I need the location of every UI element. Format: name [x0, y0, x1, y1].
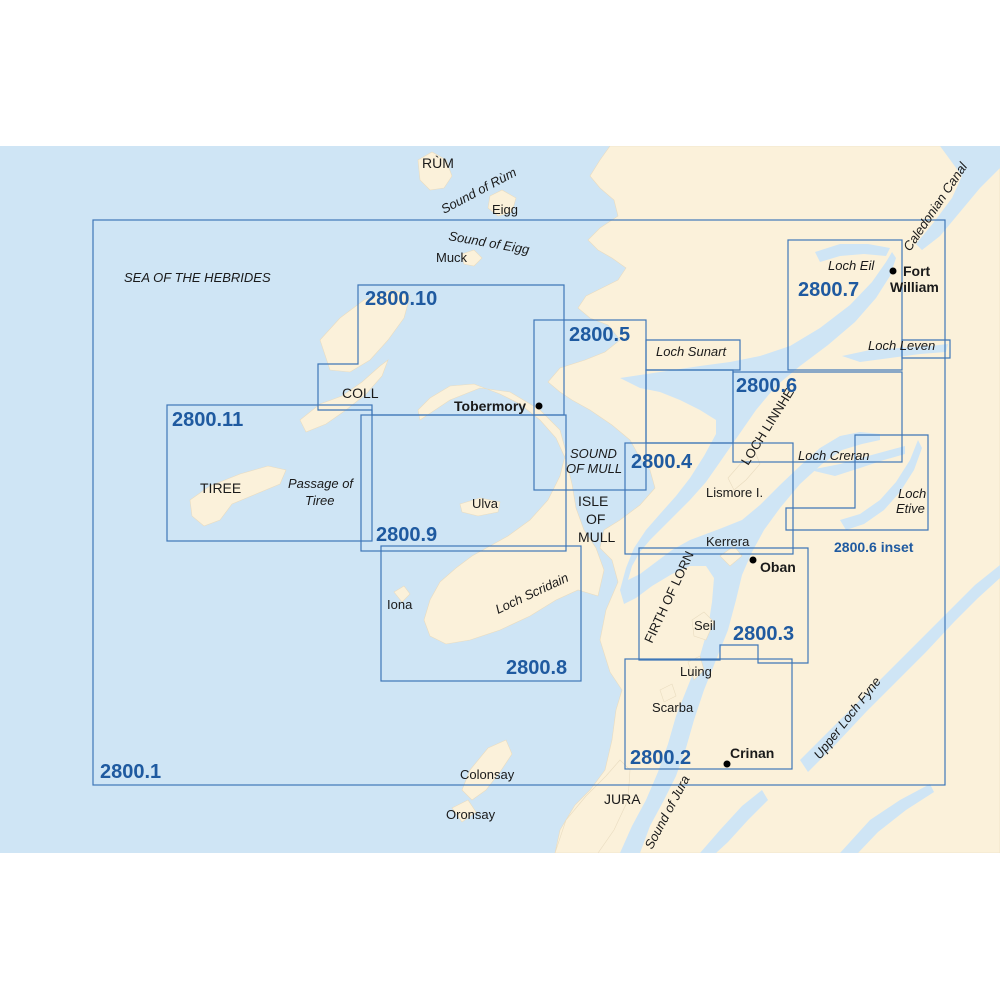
- sound-of-mull-label-1: SOUND: [570, 446, 617, 461]
- sea-of-the-hebrides-label: SEA OF THE HEBRIDES: [124, 270, 271, 285]
- loch-linnhe-water: [620, 252, 896, 853]
- place-labels: RÙM Eigg Muck COLL TIREE Ulva ISLE OF MU…: [200, 155, 763, 822]
- crinan-label: Crinan: [730, 745, 774, 761]
- kerrera-island: [719, 545, 743, 567]
- chart-2800-4-boundary[interactable]: [624, 442, 794, 555]
- kerrera-label: Kerrera: [706, 534, 750, 549]
- passage-of-tiree-label-1: Passage of: [288, 476, 354, 491]
- iona-island: [393, 585, 411, 603]
- chart-2800-1-boundary[interactable]: [92, 219, 946, 786]
- muck-island: [461, 249, 483, 267]
- coll-label: COLL: [342, 385, 379, 401]
- tiree-label: TIREE: [200, 480, 241, 496]
- chart-2800-7-extension[interactable]: [901, 339, 951, 359]
- loch-leven-label: Loch Leven: [868, 338, 935, 353]
- mainland: [547, 146, 1000, 853]
- ulva-label: Ulva: [472, 496, 499, 511]
- rum-label: RÙM: [422, 155, 454, 171]
- loch-creran-water: [810, 446, 905, 476]
- chart-2800-11-label[interactable]: 2800.11: [172, 409, 243, 431]
- chart-2800-2-label[interactable]: 2800.2: [630, 747, 691, 769]
- chart-2800-3-label[interactable]: 2800.3: [733, 623, 794, 645]
- ardnamurchan-shape: [319, 289, 411, 373]
- chart-2800-5-label[interactable]: 2800.5: [569, 324, 630, 346]
- scarba-island: [659, 683, 677, 703]
- town-labels: Tobermory Fort William Oban Crinan: [454, 263, 939, 761]
- loch-creran-label: Loch Creran: [798, 448, 870, 463]
- chart-2800-1-label[interactable]: 2800.1: [100, 761, 161, 783]
- chart-2800-11-boundary[interactable]: [166, 404, 373, 542]
- chart-2800-8-boundary[interactable]: [380, 545, 582, 682]
- tobermory-label: Tobermory: [454, 398, 526, 414]
- isle-of-mull-label-3: MULL: [578, 529, 616, 545]
- iona-label: Iona: [387, 597, 413, 612]
- coll-island: [299, 359, 389, 433]
- oronsay-island: [451, 799, 477, 823]
- crinan-dot: [723, 760, 731, 768]
- sound-of-mull-label-2: OF MULL: [566, 461, 622, 476]
- loch-etive-label-1: Loch: [898, 486, 926, 501]
- fort-william-dot: [889, 267, 897, 275]
- oronsay-label: Oronsay: [446, 807, 496, 822]
- oban-dot: [749, 556, 757, 564]
- map-canvas: SEA OF THE HEBRIDES Sound of Rùm Sound o…: [92, 146, 1000, 853]
- isle-of-mull-shape: [417, 383, 605, 645]
- chart-2800-7-label[interactable]: 2800.7: [798, 279, 859, 301]
- fort-william-label-1: Fort: [903, 263, 931, 279]
- tiree-island: [189, 465, 287, 527]
- seil-label: Seil: [694, 618, 716, 633]
- chart-2800-5-extension[interactable]: [645, 339, 741, 371]
- islands: [189, 151, 761, 853]
- lismore-label: Lismore I.: [706, 485, 763, 500]
- loch-leven-water: [842, 344, 948, 362]
- chart-labels: 2800.1 2800.2 2800.3 2800.4 2800.5 2800.…: [100, 279, 914, 783]
- luing-island: [687, 655, 705, 681]
- upper-loch-fyne-water: [800, 565, 1000, 772]
- chart-2800-6-label[interactable]: 2800.6: [736, 375, 797, 397]
- chart-2800-2-boundary[interactable]: [624, 658, 793, 770]
- fort-william-label-2: William: [890, 279, 939, 295]
- luing-label: Luing: [680, 664, 712, 679]
- chart-2800-6-boundary[interactable]: [732, 371, 903, 463]
- scarba-label: Scarba: [652, 700, 694, 715]
- seil-island: [691, 611, 715, 641]
- chart-boundaries: [92, 219, 951, 786]
- chart-coverage-map: SEA OF THE HEBRIDES Sound of Rùm Sound o…: [0, 146, 1000, 853]
- passage-of-tiree-label-2: Tiree: [305, 493, 335, 508]
- tobermory-dot: [535, 402, 543, 410]
- caledonian-canal-water: [916, 146, 1000, 250]
- chart-2800-9-boundary[interactable]: [360, 414, 567, 552]
- chart-2800-4-label[interactable]: 2800.4: [631, 451, 693, 473]
- ulva-island: [459, 497, 501, 517]
- chart-2800-8-label[interactable]: 2800.8: [506, 657, 567, 679]
- loch-eil-water: [815, 244, 890, 262]
- chart-2800-9-label[interactable]: 2800.9: [376, 524, 437, 546]
- eigg-label: Eigg: [492, 202, 518, 217]
- oban-label: Oban: [760, 559, 796, 575]
- town-markers: [535, 267, 897, 768]
- muck-label: Muck: [436, 250, 468, 265]
- loch-etive-water: [840, 440, 922, 530]
- chart-2800-7-boundary[interactable]: [787, 239, 903, 371]
- chart-2800-6-inset-label[interactable]: 2800.6 inset: [834, 539, 914, 555]
- chart-2800-6-inset-boundary[interactable]: [785, 434, 929, 531]
- rum-island: [417, 151, 453, 191]
- loch-sunart-label: Loch Sunart: [656, 344, 727, 359]
- chart-2800-3-boundary[interactable]: [638, 547, 809, 664]
- loch-etive-label-2: Etive: [896, 501, 925, 516]
- isle-of-mull-label-2: OF: [586, 511, 605, 527]
- isle-of-mull-label-1: ISLE: [578, 493, 608, 509]
- loch-fyne-lower-water: [840, 784, 934, 853]
- jura-label: JURA: [604, 791, 641, 807]
- southern-loch-water: [700, 790, 768, 853]
- loch-eil-label: Loch Eil: [828, 258, 875, 273]
- colonsay-label: Colonsay: [460, 767, 515, 782]
- eigg-island: [487, 189, 517, 217]
- chart-2800-10-label[interactable]: 2800.10: [365, 288, 437, 310]
